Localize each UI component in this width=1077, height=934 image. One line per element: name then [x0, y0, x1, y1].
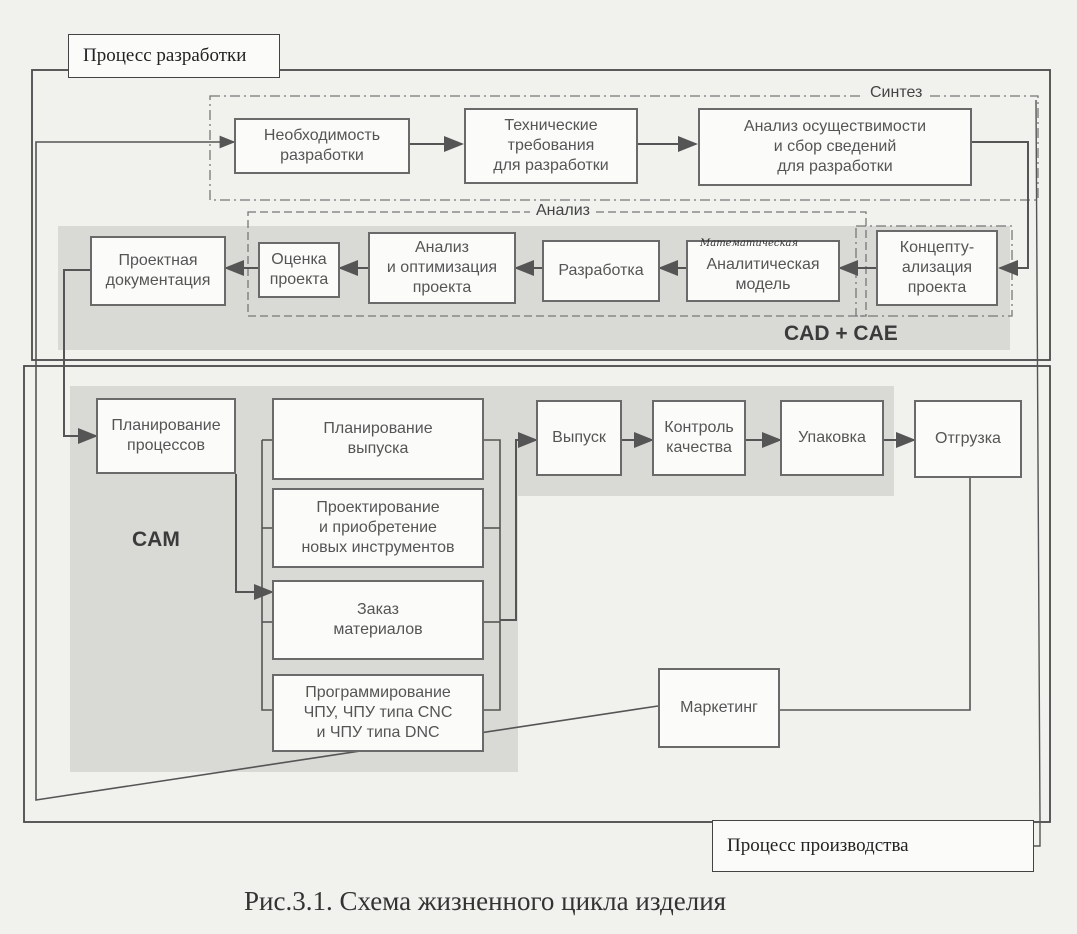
box-shipment: Отгрузка [914, 400, 1022, 478]
analysis-label: Анализ [530, 202, 597, 220]
box-development: Разработка [542, 240, 660, 302]
box-process-planning: Планирование процессов [96, 398, 236, 474]
synthesis-frame [209, 95, 1039, 201]
cam-label: CAM [132, 528, 180, 551]
box-marketing: Маркетинг [658, 668, 780, 748]
box-tools-design: Проектирование и приобретение новых инст… [272, 488, 484, 568]
box-requirements: Технические требования для разработки [464, 108, 638, 184]
box-analytical-model: Аналитическая модель [686, 240, 840, 302]
box-feasibility: Анализ осуществимости и сбор сведений дл… [698, 108, 972, 186]
synthesis-label: Синтез [864, 84, 929, 102]
box-programming: Программирование ЧПУ, ЧПУ типа CNC и ЧПУ… [272, 674, 484, 752]
box-need: Необходимость разработки [234, 118, 410, 174]
box-release-planning: Планирование выпуска [272, 398, 484, 480]
analysis-frame [247, 211, 867, 317]
box-release: Выпуск [536, 400, 622, 476]
production-frame [23, 365, 1051, 823]
figure-caption: Рис.3.1. Схема жизненного цикла изделия [244, 886, 727, 916]
box-documentation: Проектная документация [90, 236, 226, 306]
box-materials-order: Заказ материалов [272, 580, 484, 660]
cad-cae-label: CAD + CAE [784, 322, 898, 345]
box-packaging: Упаковка [780, 400, 884, 476]
development-frame [31, 69, 1051, 361]
box-optimization: Анализ и оптимизация проекта [368, 232, 516, 304]
box-quality: Контроль качества [652, 400, 746, 476]
development-process-label: Процесс разработки [68, 34, 280, 78]
handwritten-note: Математическая [700, 238, 799, 249]
production-process-label: Процесс производства [712, 820, 1034, 872]
box-conceptualization: Концепту- ализация проекта [876, 230, 998, 306]
box-evaluation: Оценка проекта [258, 242, 340, 298]
